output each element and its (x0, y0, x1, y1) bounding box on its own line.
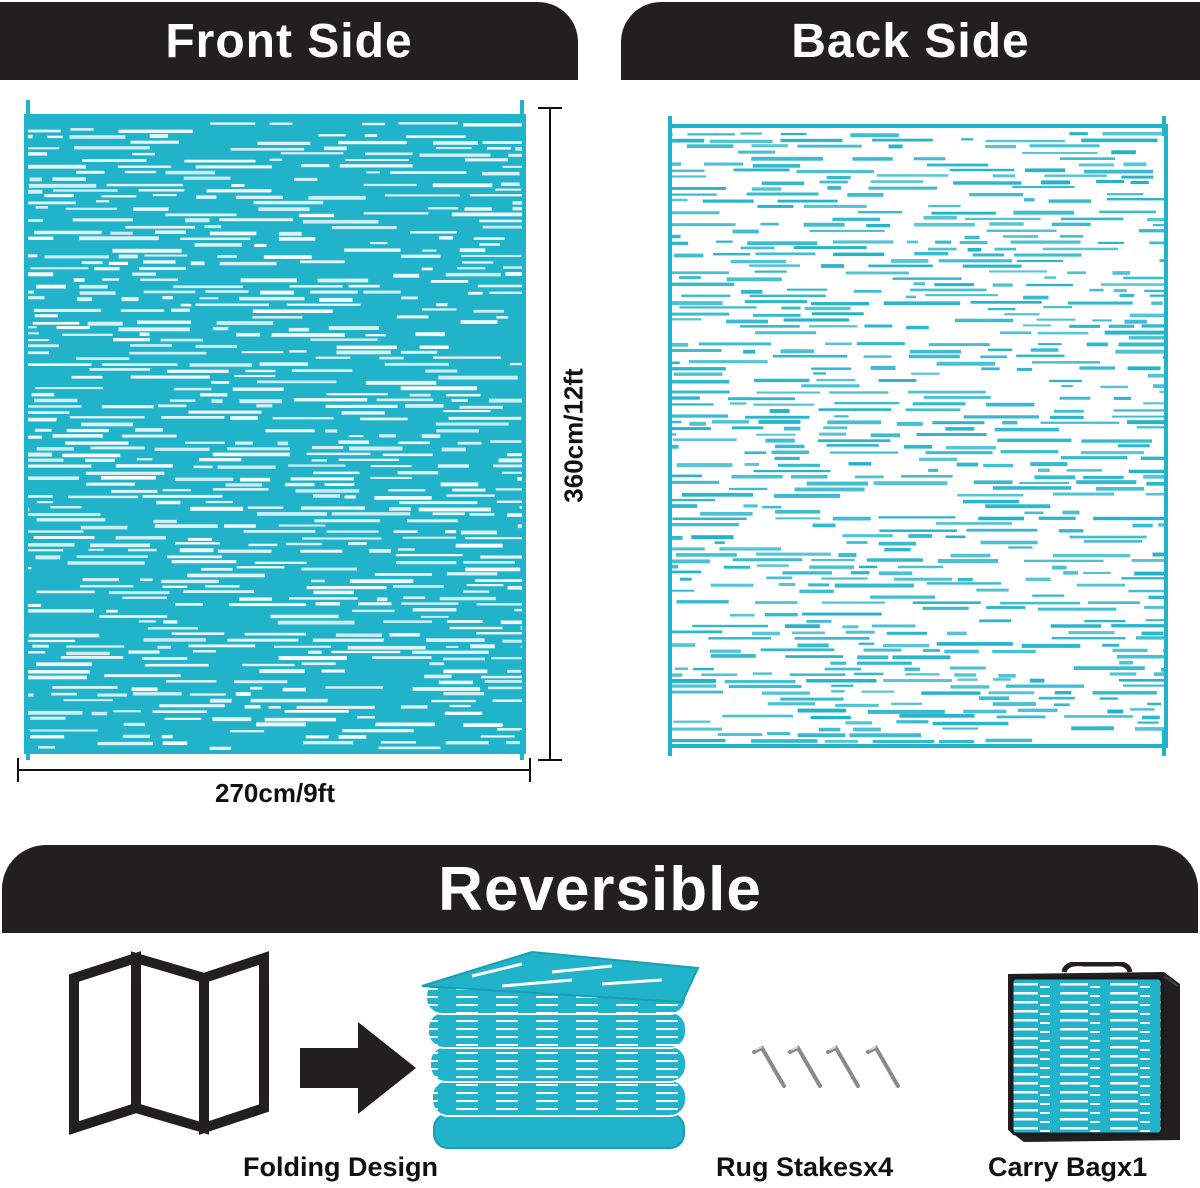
width-dimension-label: 270cm/9ft (215, 778, 335, 808)
reversible-banner: Reversible (2, 845, 1198, 933)
front-side-rug-image (24, 114, 526, 754)
folded-rug-stack-icon (421, 950, 700, 1149)
folding-design-caption: Folding Design (243, 1152, 438, 1182)
carry-bag-icon (1008, 962, 1180, 1142)
back-side-title: Back Side (791, 14, 1030, 68)
rug-edge-loops (26, 100, 1166, 760)
front-rug-pattern (28, 118, 522, 750)
front-side-title: Front Side (165, 14, 413, 68)
back-side-rug-image (668, 124, 1168, 748)
front-side-tab: Front Side (0, 2, 578, 80)
arrow-right-icon (300, 1022, 416, 1114)
back-rug-pattern (672, 128, 1164, 744)
rug-stake-icon (752, 1045, 900, 1088)
carry-bag-caption: Carry Bagx1 (988, 1152, 1148, 1182)
back-side-tab: Back Side (621, 2, 1200, 80)
rug-stakes-caption: Rug Stakesx4 (716, 1152, 894, 1182)
dimension-lines (17, 107, 562, 782)
reversible-title: Reversible (438, 854, 762, 924)
height-dimension-label: 360cm/12ft (558, 368, 589, 503)
folding-screen-icon (69, 951, 269, 1135)
